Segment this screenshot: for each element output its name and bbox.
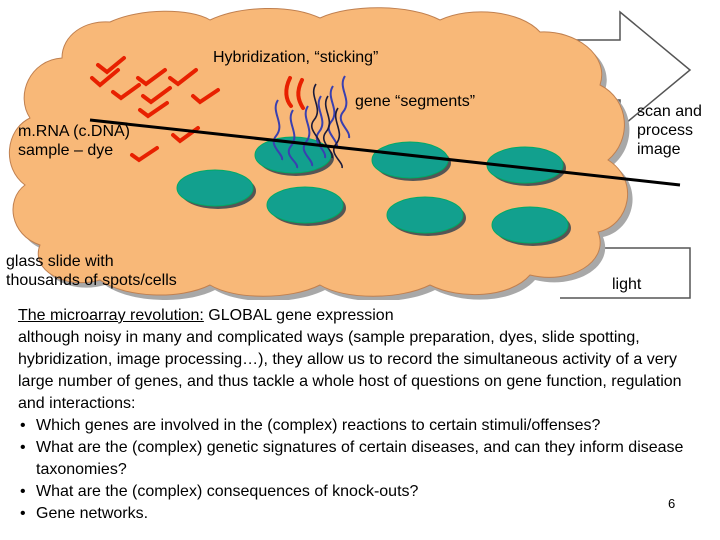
- list-item: What are the (complex) genetic signature…: [18, 437, 708, 481]
- list-item: Which genes are involved in the (complex…: [18, 415, 708, 437]
- label-scan-line2: process: [637, 122, 694, 139]
- spot: [491, 206, 569, 244]
- label-scan-line1: scan and: [637, 103, 702, 120]
- spot: [386, 196, 464, 234]
- microarray-diagram: [9, 7, 692, 300]
- dye-molecule: [96, 56, 126, 75]
- spot: [266, 186, 344, 224]
- page-number: 6: [668, 496, 676, 511]
- label-light: light: [612, 276, 642, 293]
- dye-molecule: [141, 86, 172, 105]
- list-item: Gene networks.: [18, 503, 708, 525]
- label-scan-line3: image: [637, 141, 681, 158]
- label-mrna-sample: m.RNA (c.DNA) sample – dye: [18, 122, 130, 160]
- dye-molecules: [90, 56, 305, 163]
- dye-molecule: [130, 146, 159, 163]
- question-list: Which genes are involved in the (complex…: [18, 415, 708, 525]
- dye-molecule: [191, 88, 220, 105]
- label-glass-line1: glass slide with: [6, 253, 114, 270]
- dye-molecule: [136, 68, 167, 87]
- heading-underlined: The microarray revolution:: [18, 307, 204, 324]
- section-heading: The microarray revolution: GLOBAL gene e…: [18, 305, 708, 327]
- list-item: What are the (complex) consequences of k…: [18, 481, 708, 503]
- body-paragraph: although noisy in many and complicated w…: [18, 329, 682, 412]
- gene-segment-probes: [272, 75, 351, 169]
- label-glass-line2: thousands of spots/cells: [6, 272, 177, 289]
- scan-line: [89, 118, 681, 187]
- dye-molecule: [138, 101, 169, 119]
- dye-molecule: [111, 83, 141, 101]
- spot: [176, 169, 254, 207]
- dye-molecule: [296, 78, 305, 110]
- description-block: The microarray revolution: GLOBAL gene e…: [18, 305, 708, 525]
- spot: [371, 141, 449, 179]
- label-mrna-line1: m.RNA (c.DNA): [18, 123, 130, 140]
- label-gene-segments: gene “segments”: [355, 93, 476, 110]
- dye-molecule: [284, 76, 293, 108]
- dye-molecule: [168, 68, 198, 87]
- label-mrna-line2: sample – dye: [18, 142, 114, 159]
- gene-segment-probes-dark: [311, 83, 343, 169]
- heading-rest: GLOBAL gene expression: [203, 307, 394, 324]
- label-scan-process: scan and process image: [637, 102, 702, 159]
- label-glass-slide: glass slide with thousands of spots/cell…: [6, 252, 177, 290]
- label-hybridization: Hybridization, “sticking”: [213, 49, 379, 66]
- dye-molecule: [90, 68, 120, 88]
- spot-grid: [176, 136, 571, 246]
